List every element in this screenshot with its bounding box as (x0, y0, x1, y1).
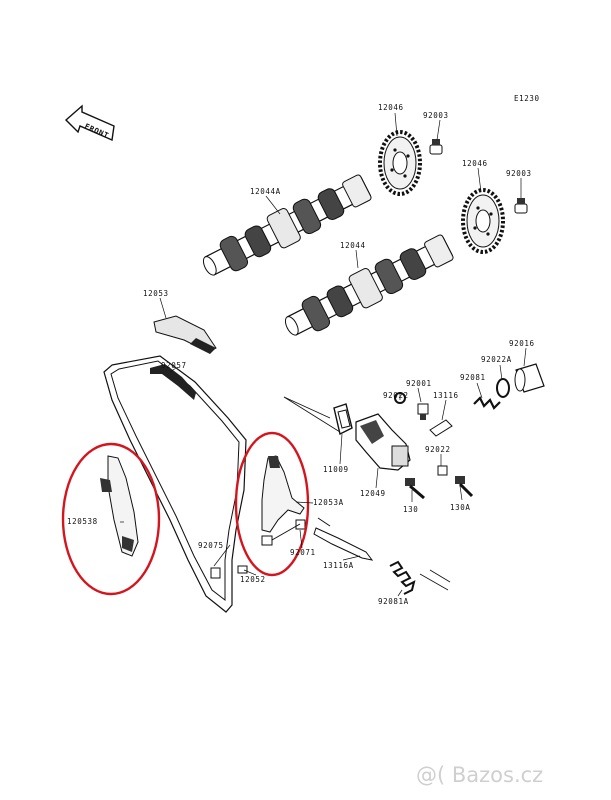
washer-a-part (417, 403, 429, 420)
spring-lower (389, 560, 416, 595)
gasket-part (333, 403, 353, 436)
label-spring-upper: 92081 (460, 373, 486, 382)
label-plunger: 13116A (323, 561, 354, 570)
watermark-text: @( Bazos.cz (416, 763, 543, 787)
right-chain-guide (261, 455, 306, 546)
pin-lower-part (237, 565, 248, 574)
label-sprocket-a: 12046 (378, 103, 404, 112)
label-cap: 92016 (509, 339, 535, 348)
left-chain-guide (100, 455, 139, 557)
label-washer-b: 92022 (383, 391, 409, 400)
tensioner-body (355, 413, 411, 471)
label-tensioner-body: 12049 (360, 489, 386, 498)
bolt-b (514, 198, 528, 214)
label-washer-c: 92022 (425, 445, 451, 454)
timing-chain (103, 355, 247, 613)
label-chain: 92057 (161, 361, 187, 370)
label-pin-lower: 12052 (240, 575, 266, 584)
front-arrow-icon: FRONT (64, 104, 115, 142)
label-bolt-b: 92003 (506, 169, 532, 178)
bolt-130a-part (455, 476, 474, 498)
bolt-a (429, 139, 443, 155)
cap-part (514, 363, 545, 393)
label-gasket: 11009 (323, 465, 349, 474)
camshaft-b (284, 234, 454, 336)
label-washer-a: 92001 (406, 379, 432, 388)
label-camshaft-b: 12044 (340, 241, 366, 250)
upper-chain-guide (153, 315, 217, 354)
washer-c-part (437, 465, 448, 476)
plunger-part (313, 517, 374, 561)
camshaft-a (202, 174, 372, 276)
label-pin: 92075 (198, 541, 224, 550)
spring-upper-part (473, 396, 501, 410)
label-bolt-130a: 130A (450, 503, 470, 512)
bolt-130-part (405, 478, 425, 500)
label-spring-lower: 92081A (378, 597, 409, 606)
sprocket-b (461, 188, 505, 254)
highlight-circle-right (234, 431, 310, 577)
label-oring-cap: 92022A (481, 355, 512, 364)
label-bolt-130: 130 (403, 505, 418, 514)
oring-cap-part (496, 378, 510, 398)
watermark: @( Bazos.cz (416, 763, 543, 787)
label-sprocket-b: 12046 (462, 159, 488, 168)
label-collar: 92071 (290, 548, 316, 557)
label-camshaft-a: 12044A (250, 187, 281, 196)
label-pusher: 13116 (433, 391, 459, 400)
label-guide-left: 120538 (67, 517, 98, 526)
part-labels: 12046 92003 12046 92003 12044A 12044 120… (67, 103, 535, 606)
pin-part (210, 567, 221, 579)
label-guide-right: 12053A (313, 498, 344, 507)
pusher-part (429, 419, 453, 437)
label-guide-upper: 12053 (143, 289, 169, 298)
highlight-circle-left (61, 442, 161, 596)
label-bolt-a: 92003 (423, 111, 449, 120)
leader-lines (120, 112, 527, 597)
sprocket-a (378, 130, 422, 196)
figure-id: E1230 (514, 94, 540, 103)
